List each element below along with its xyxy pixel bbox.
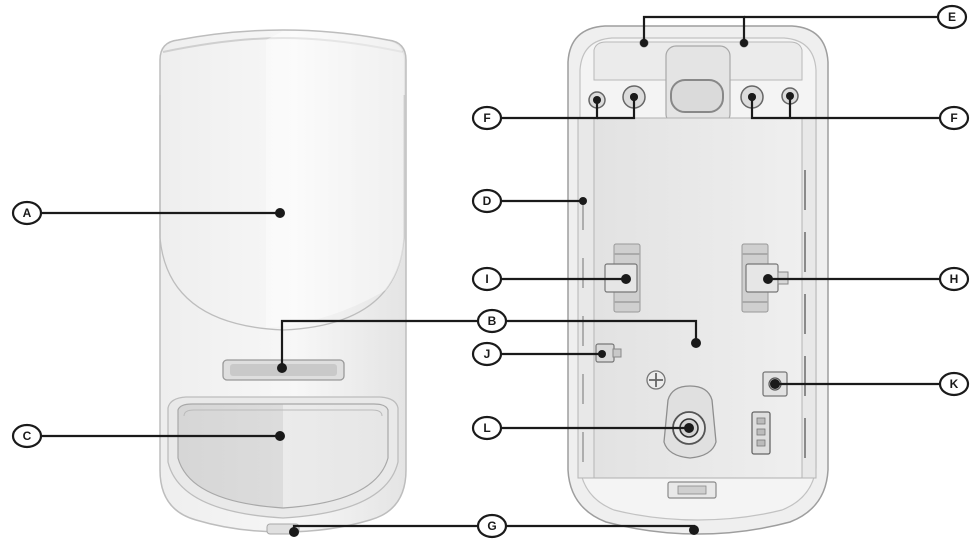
leader-b bbox=[280, 319, 478, 368]
front-upper-shade bbox=[266, 31, 404, 328]
dot-g-front bbox=[289, 527, 299, 537]
callout-a-label: A bbox=[23, 206, 32, 220]
callout-f-right: F bbox=[938, 105, 970, 131]
callout-i-label: I bbox=[485, 272, 488, 286]
callout-l: L bbox=[471, 415, 503, 441]
terminal-pin-3 bbox=[756, 439, 766, 447]
lens-inner-edge bbox=[183, 409, 383, 417]
terminal-pin-2 bbox=[756, 428, 766, 436]
front-view bbox=[159, 29, 407, 535]
leader-dots bbox=[275, 39, 794, 537]
dot-f-3 bbox=[748, 93, 756, 101]
front-top-rim bbox=[162, 36, 404, 53]
callout-e-label: E bbox=[948, 10, 956, 24]
callout-a: A bbox=[11, 200, 43, 226]
dot-l bbox=[684, 423, 694, 433]
callout-j: J bbox=[471, 341, 503, 367]
rear-view bbox=[567, 25, 829, 535]
callout-d-label: D bbox=[483, 194, 492, 208]
rear-bottom-tab-slot bbox=[677, 485, 707, 495]
bracket-left bbox=[604, 243, 641, 313]
callout-g: G bbox=[476, 513, 508, 539]
dot-e-right bbox=[740, 39, 748, 47]
callout-g-label: G bbox=[487, 519, 496, 533]
callout-j-label: J bbox=[484, 347, 491, 361]
leader-lines bbox=[41, 15, 940, 532]
callout-d: D bbox=[471, 188, 503, 214]
dot-h bbox=[763, 274, 773, 284]
callout-h: H bbox=[938, 266, 970, 292]
callout-h-label: H bbox=[950, 272, 959, 286]
dot-b-front bbox=[277, 363, 287, 373]
callout-c: C bbox=[11, 423, 43, 449]
callout-f-left: F bbox=[471, 105, 503, 131]
dot-i bbox=[621, 274, 631, 284]
callout-k: K bbox=[938, 371, 970, 397]
callout-b: B bbox=[476, 308, 508, 334]
left-rail bbox=[577, 117, 595, 479]
callout-badges: A C B G F D I J bbox=[11, 4, 970, 539]
leader-f-left-2 bbox=[597, 97, 636, 120]
callout-i: I bbox=[471, 266, 503, 292]
dot-c bbox=[275, 431, 285, 441]
leader-e bbox=[642, 15, 746, 43]
callout-f-right-label: F bbox=[950, 111, 957, 125]
dot-a bbox=[275, 208, 285, 218]
mount-hole bbox=[670, 79, 724, 113]
component-j-pin bbox=[612, 348, 622, 358]
dot-f-2 bbox=[630, 93, 638, 101]
dot-j bbox=[598, 350, 606, 358]
callout-c-label: C bbox=[23, 429, 32, 443]
dot-f-4 bbox=[786, 92, 794, 100]
callout-b-label: B bbox=[488, 314, 497, 328]
callout-k-label: K bbox=[950, 377, 959, 391]
leader-b-right bbox=[506, 319, 698, 343]
callout-f-left-label: F bbox=[483, 111, 490, 125]
callout-e: E bbox=[936, 4, 968, 30]
dot-d bbox=[579, 197, 587, 205]
callout-l-label: L bbox=[483, 421, 490, 435]
dot-k bbox=[770, 379, 780, 389]
dot-e-left bbox=[640, 39, 648, 47]
pir-lens bbox=[177, 403, 389, 509]
leader-f-right bbox=[750, 96, 792, 120]
dot-b-rear bbox=[691, 338, 701, 348]
pir-sensor-l bbox=[663, 385, 717, 459]
dot-g-rear bbox=[689, 525, 699, 535]
dot-f-1 bbox=[593, 96, 601, 104]
terminal-pin-1 bbox=[756, 417, 766, 425]
